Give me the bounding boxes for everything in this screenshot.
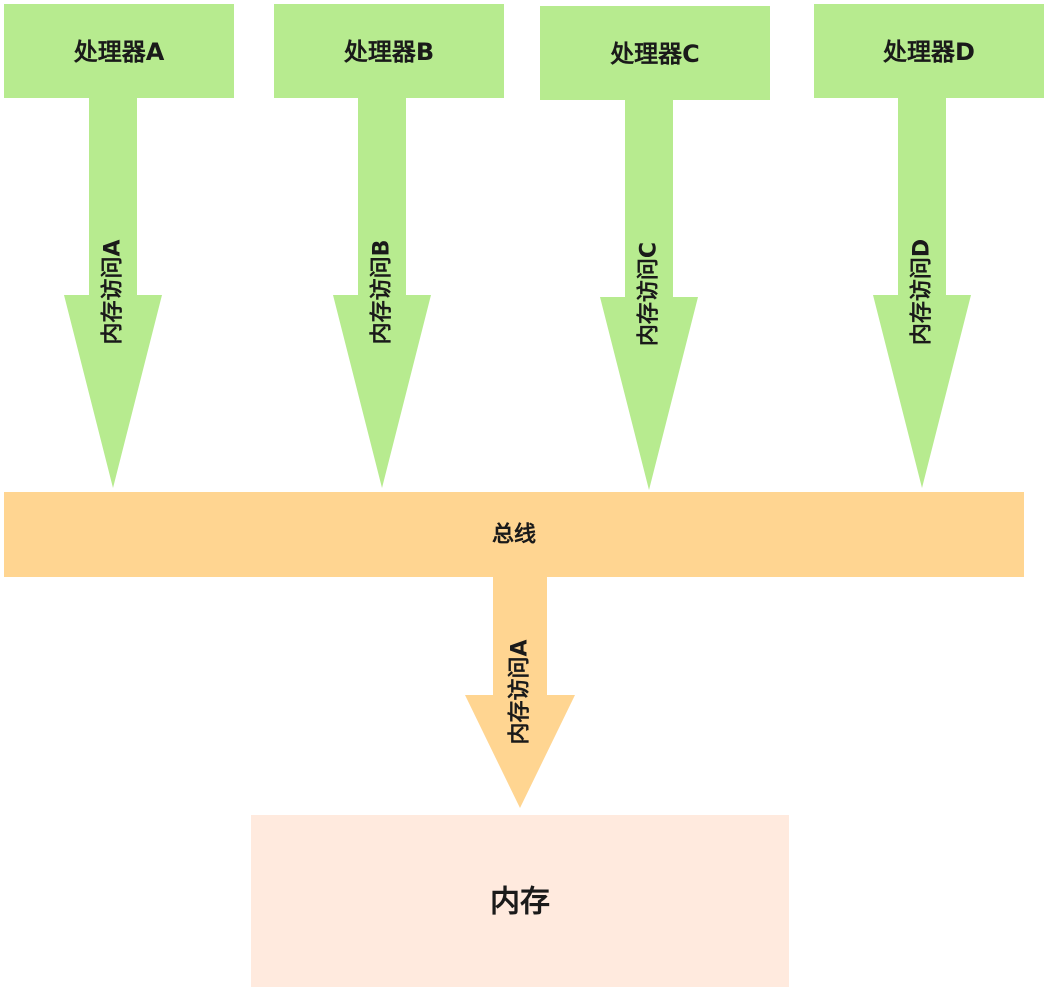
- arrow-a-access-label: 内存访问A: [100, 239, 126, 344]
- processor-a-box: [4, 4, 234, 98]
- processor-a: 处理器A 内存访问A: [4, 4, 234, 488]
- processor-c-label: 处理器C: [609, 40, 700, 68]
- bus-access-label: 内存访问A: [507, 639, 533, 744]
- bus-bar: [4, 492, 1024, 577]
- arrow-d-access-label: 内存访问D: [909, 239, 935, 345]
- processor-d-label: 处理器D: [882, 38, 975, 66]
- arrow-processor-a-to-bus: [64, 98, 162, 488]
- arrow-c-access-label: 内存访问C: [636, 242, 662, 346]
- arrow-bus-to-memory: [465, 577, 575, 808]
- processor-b-label: 处理器B: [343, 38, 434, 66]
- memory-box: [251, 815, 789, 987]
- processor-a-label: 处理器A: [73, 38, 165, 66]
- processor-b-box: [274, 4, 504, 98]
- arrow-processor-c-to-bus: [600, 100, 698, 490]
- processor-c-box: [540, 6, 770, 100]
- arrow-processor-d-to-bus: [873, 98, 971, 488]
- bus: 总线 内存访问A: [4, 492, 1024, 808]
- processor-b: 处理器B 内存访问B: [274, 4, 504, 488]
- memory-label: 内存: [490, 885, 550, 920]
- arrow-processor-b-to-bus: [333, 98, 431, 488]
- processor-d-box: [814, 4, 1044, 98]
- processor-c: 处理器C 内存访问C: [540, 6, 770, 490]
- processor-d: 处理器D 内存访问D: [814, 4, 1044, 488]
- bus-label: 总线: [492, 522, 536, 548]
- arrow-b-access-label: 内存访问B: [369, 240, 395, 345]
- memory: 内存: [251, 815, 789, 987]
